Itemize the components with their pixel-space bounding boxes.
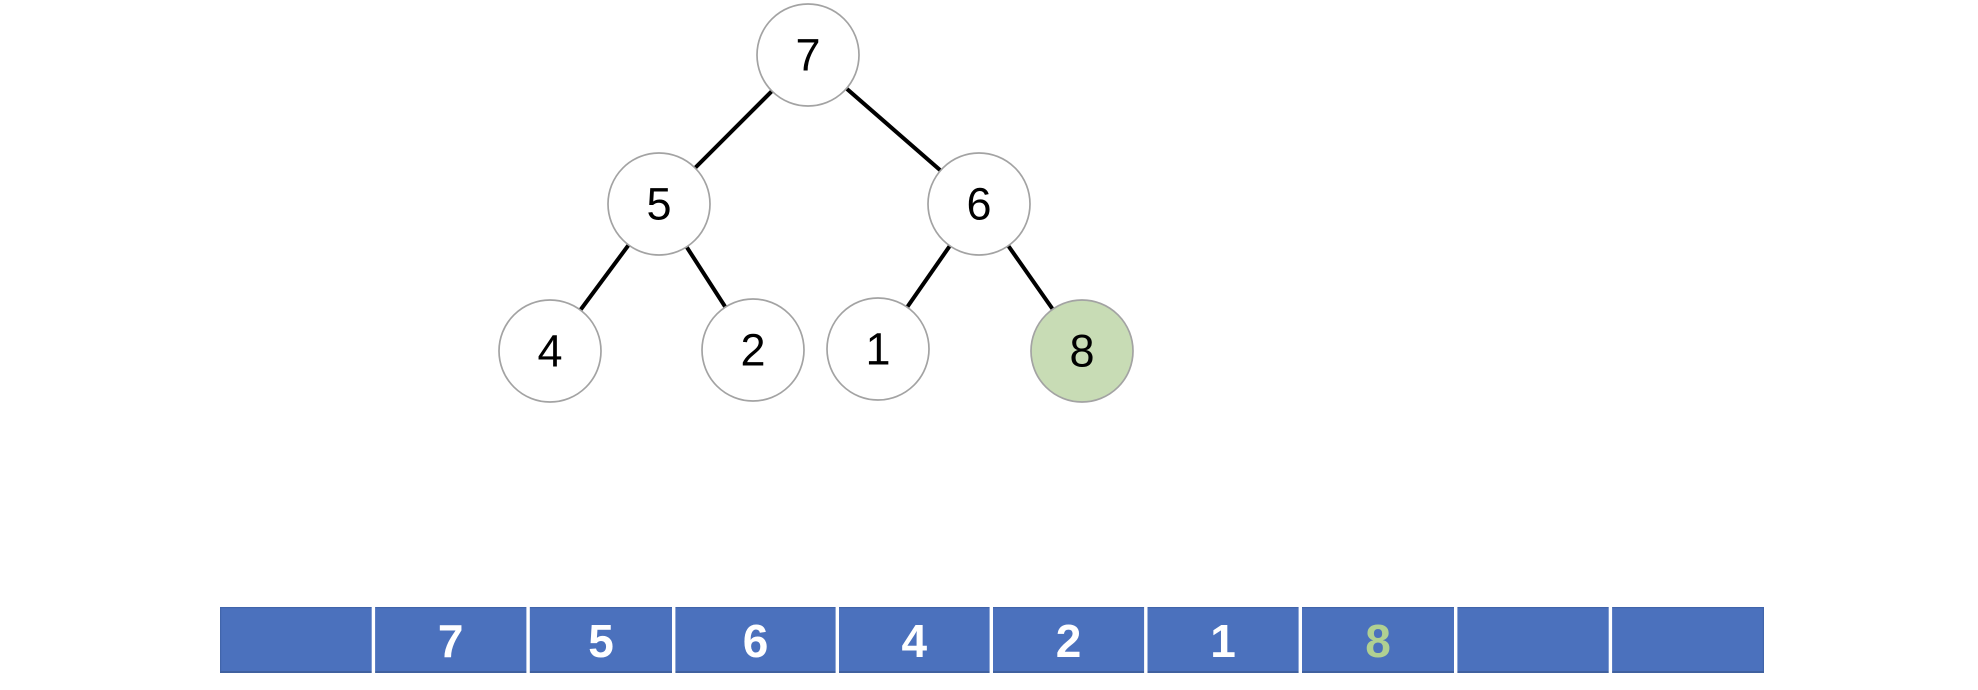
svg-text:6: 6 — [743, 615, 769, 667]
svg-text:5: 5 — [646, 179, 671, 230]
svg-text:2: 2 — [740, 325, 765, 376]
svg-text:8: 8 — [1069, 326, 1094, 377]
svg-text:4: 4 — [537, 326, 562, 377]
svg-text:8: 8 — [1365, 615, 1391, 667]
svg-text:2: 2 — [1056, 615, 1082, 667]
svg-text:5: 5 — [588, 615, 614, 667]
svg-text:1: 1 — [865, 324, 890, 375]
svg-text:7: 7 — [795, 30, 820, 81]
svg-text:7: 7 — [438, 615, 464, 667]
svg-text:1: 1 — [1210, 615, 1236, 667]
svg-text:4: 4 — [902, 615, 928, 667]
svg-text:6: 6 — [966, 179, 991, 230]
